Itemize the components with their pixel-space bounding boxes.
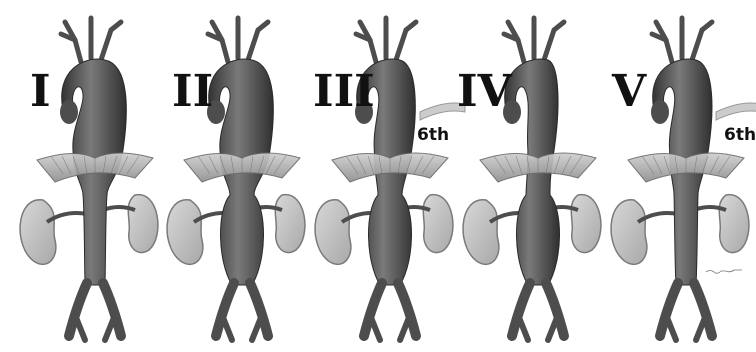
ascending-aorta bbox=[60, 100, 78, 124]
left-internal-iliac bbox=[222, 315, 232, 340]
rib-icon bbox=[716, 103, 756, 120]
type-label: I bbox=[30, 66, 51, 117]
right-internal-iliac bbox=[252, 315, 262, 340]
left-subclavian-artery bbox=[248, 22, 268, 60]
left-internal-iliac bbox=[518, 315, 528, 340]
left-kidney-icon bbox=[611, 200, 647, 265]
left-kidney-icon bbox=[167, 200, 203, 265]
left-subclavian-artery bbox=[101, 22, 121, 60]
panel-type-1: I bbox=[20, 18, 158, 340]
panel-type-3: III 6th bbox=[313, 18, 465, 340]
left-kidney-icon bbox=[315, 200, 351, 265]
right-kidney-icon bbox=[719, 195, 749, 253]
right-renal-artery bbox=[694, 207, 726, 210]
type-label: V bbox=[611, 66, 647, 117]
left-internal-iliac bbox=[666, 315, 676, 340]
right-renal-artery bbox=[103, 207, 135, 210]
right-kidney-icon bbox=[423, 195, 453, 253]
right-internal-iliac bbox=[696, 315, 706, 340]
left-kidney-icon bbox=[20, 200, 56, 265]
right-kidney-icon bbox=[571, 195, 601, 253]
left-internal-iliac bbox=[370, 315, 380, 340]
right-kidney-icon bbox=[128, 195, 158, 253]
type-label: IV bbox=[457, 66, 513, 117]
brachiocephalic-artery bbox=[508, 22, 524, 62]
brachiocephalic-artery bbox=[212, 22, 228, 62]
ascending-aorta bbox=[651, 100, 669, 124]
type-label: II bbox=[172, 66, 213, 117]
illustrator-signature bbox=[706, 270, 742, 273]
brachiocephalic-artery bbox=[656, 22, 672, 62]
right-internal-iliac bbox=[400, 315, 410, 340]
left-kidney-icon bbox=[463, 200, 499, 265]
rib-label: 6th bbox=[417, 125, 449, 145]
type-label: III bbox=[313, 66, 375, 117]
right-internal-iliac bbox=[548, 315, 558, 340]
right-kidney-icon bbox=[275, 195, 305, 253]
left-subclavian-artery bbox=[544, 22, 564, 60]
right-internal-iliac bbox=[105, 315, 115, 340]
left-subclavian-artery bbox=[396, 22, 416, 60]
left-subclavian-artery bbox=[692, 22, 712, 60]
panel-type-5: V 6th bbox=[611, 18, 756, 340]
brachiocephalic-artery bbox=[360, 22, 376, 62]
panel-type-4: IV bbox=[457, 18, 601, 340]
brachiocephalic-artery bbox=[65, 22, 81, 62]
panel-type-2: II bbox=[167, 18, 305, 340]
rib-label: 6th bbox=[724, 125, 756, 145]
left-internal-iliac bbox=[75, 315, 85, 340]
